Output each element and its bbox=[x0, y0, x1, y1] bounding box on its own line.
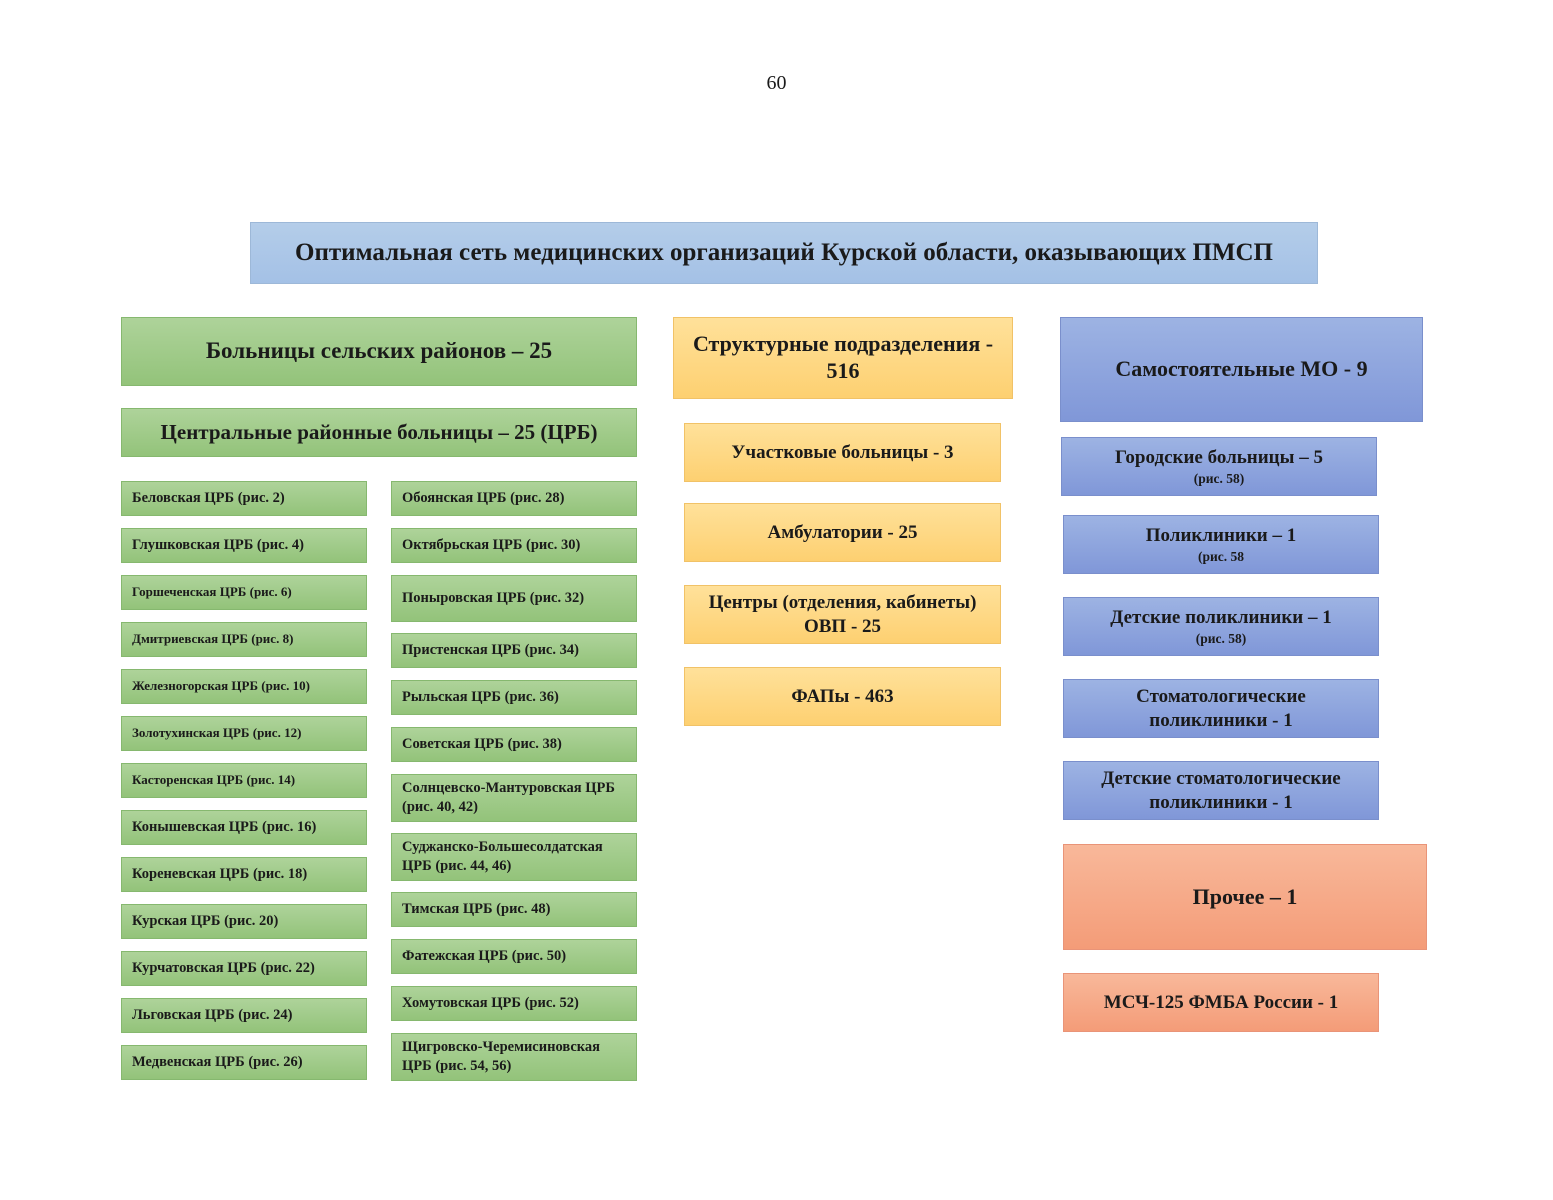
crb-item: Пристенская ЦРБ (рис. 34) bbox=[391, 633, 637, 668]
diagram-title-text: Оптимальная сеть медицинских организаций… bbox=[295, 238, 1273, 266]
structural-unit-item: Амбулатории - 25 bbox=[684, 503, 1001, 562]
crb-item: Касторенская ЦРБ (рис. 14) bbox=[121, 763, 367, 798]
structural-units-header: Структурные подразделения - 516 bbox=[673, 317, 1013, 399]
crb-item: Октябрьская ЦРБ (рис. 30) bbox=[391, 528, 637, 563]
crb-item: Железногорская ЦРБ (рис. 10) bbox=[121, 669, 367, 704]
central-district-hospitals-text: Центральные районные больницы – 25 (ЦРБ) bbox=[160, 419, 598, 444]
crb-item: Золотухинская ЦРБ (рис. 12) bbox=[121, 716, 367, 751]
crb-item: Курская ЦРБ (рис. 20) bbox=[121, 904, 367, 939]
crb-item: Поныровская ЦРБ (рис. 32) bbox=[391, 575, 637, 622]
crb-item: Конышевская ЦРБ (рис. 16) bbox=[121, 810, 367, 845]
crb-item: Глушковская ЦРБ (рис. 4) bbox=[121, 528, 367, 563]
crb-item: Тимская ЦРБ (рис. 48) bbox=[391, 892, 637, 927]
crb-item: Льговская ЦРБ (рис. 24) bbox=[121, 998, 367, 1033]
structural-unit-item: Участковые больницы - 3 bbox=[684, 423, 1001, 482]
diagram-title: Оптимальная сеть медицинских организаций… bbox=[250, 222, 1318, 284]
crb-item: Хомутовская ЦРБ (рис. 52) bbox=[391, 986, 637, 1021]
crb-item: Беловская ЦРБ (рис. 2) bbox=[121, 481, 367, 516]
structural-unit-item: ФАПы - 463 bbox=[684, 667, 1001, 726]
independent-mo-header-text: Самостоятельные МО - 9 bbox=[1115, 356, 1368, 382]
structural-unit-item: Центры (отделения, кабинеты) ОВП - 25 bbox=[684, 585, 1001, 644]
independent-mo-item: Поликлиники – 1 (рис. 58 bbox=[1063, 515, 1379, 574]
crb-item: Рыльская ЦРБ (рис. 36) bbox=[391, 680, 637, 715]
crb-item: Кореневская ЦРБ (рис. 18) bbox=[121, 857, 367, 892]
structural-units-header-text: Структурные подразделения - 516 bbox=[692, 331, 994, 383]
other-item: МСЧ-125 ФМБА России - 1 bbox=[1063, 973, 1379, 1032]
other-header-text: Прочее – 1 bbox=[1192, 883, 1298, 909]
crb-item: Горшеченская ЦРБ (рис. 6) bbox=[121, 575, 367, 610]
independent-mo-header: Самостоятельные МО - 9 bbox=[1060, 317, 1423, 422]
crb-item: Медвенская ЦРБ (рис. 26) bbox=[121, 1045, 367, 1080]
crb-item: Обоянская ЦРБ (рис. 28) bbox=[391, 481, 637, 516]
independent-mo-item: Стоматологические поликлиники - 1 bbox=[1063, 679, 1379, 738]
independent-mo-item: Детские поликлиники – 1 (рис. 58) bbox=[1063, 597, 1379, 656]
page-number: 60 bbox=[766, 72, 787, 94]
independent-mo-item: Детские стоматологические поликлиники - … bbox=[1063, 761, 1379, 820]
crb-item: Курчатовская ЦРБ (рис. 22) bbox=[121, 951, 367, 986]
crb-item: Суджанско-Большесолдатская ЦРБ (рис. 44,… bbox=[391, 833, 637, 881]
independent-mo-item: Городские больницы – 5 (рис. 58) bbox=[1061, 437, 1377, 496]
crb-item: Дмитриевская ЦРБ (рис. 8) bbox=[121, 622, 367, 657]
crb-item: Советская ЦРБ (рис. 38) bbox=[391, 727, 637, 762]
rural-hospitals-header-text: Больницы сельских районов – 25 bbox=[205, 338, 553, 364]
crb-item: Солнцевско-Мантуровская ЦРБ (рис. 40, 42… bbox=[391, 774, 637, 822]
crb-item: Фатежская ЦРБ (рис. 50) bbox=[391, 939, 637, 974]
central-district-hospitals-header: Центральные районные больницы – 25 (ЦРБ) bbox=[121, 408, 637, 457]
crb-item: Щигровско-Черемисиновская ЦРБ (рис. 54, … bbox=[391, 1033, 637, 1081]
rural-hospitals-header: Больницы сельских районов – 25 bbox=[121, 317, 637, 386]
other-header: Прочее – 1 bbox=[1063, 844, 1427, 950]
